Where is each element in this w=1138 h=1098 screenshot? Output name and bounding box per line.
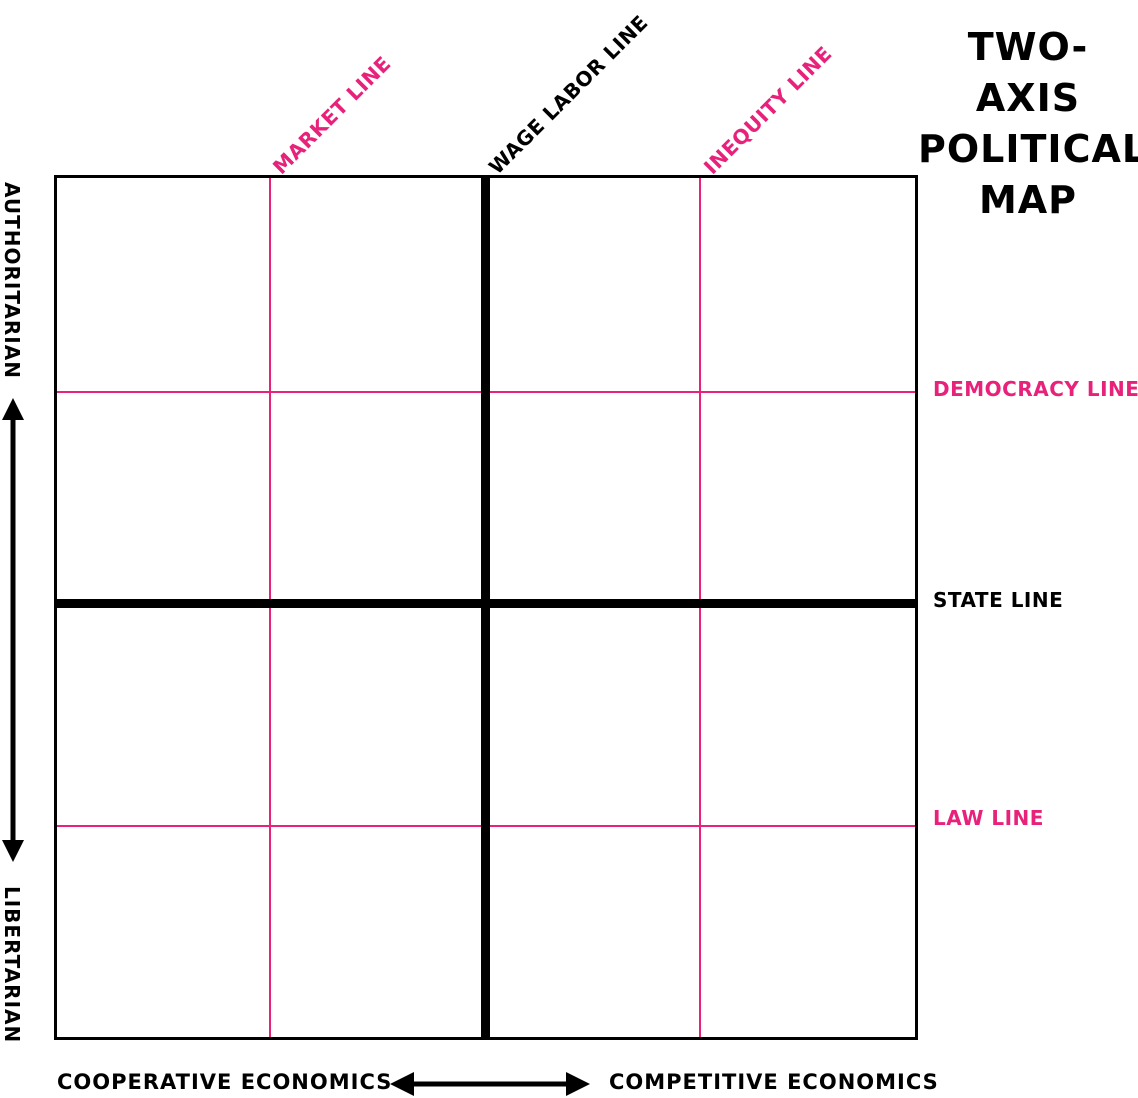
double-arrow-vertical-icon xyxy=(2,398,24,862)
title-line-2: POLITICAL xyxy=(918,127,1138,171)
libertarian-label: LIBERTARIAN xyxy=(0,886,24,1044)
title-line-3: MAP xyxy=(978,178,1078,222)
double-arrow-horizontal-icon xyxy=(390,1072,590,1096)
wage-labor-line-label: WAGE LABOR LINE xyxy=(484,10,653,179)
cooperative-economics-label: COOPERATIVE ECONOMICS xyxy=(57,1070,393,1094)
democracy-line-label: DEMOCRACY LINE xyxy=(933,377,1138,401)
authoritarian-label: AUTHORITARIAN xyxy=(0,182,24,379)
state-line xyxy=(57,599,915,608)
law-line-label: LAW LINE xyxy=(933,806,1044,830)
state-line-label: STATE LINE xyxy=(933,588,1064,612)
market-line-label: MARKET LINE xyxy=(268,51,396,179)
inequity-line-label: INEQUITY LINE xyxy=(699,41,837,179)
title-line-1: TWO-AXIS xyxy=(967,25,1089,120)
diagram-title: TWO-AXIS POLITICAL MAP xyxy=(918,22,1138,226)
competitive-economics-label: COMPETITIVE ECONOMICS xyxy=(609,1070,939,1094)
political-map-grid xyxy=(54,175,918,1040)
